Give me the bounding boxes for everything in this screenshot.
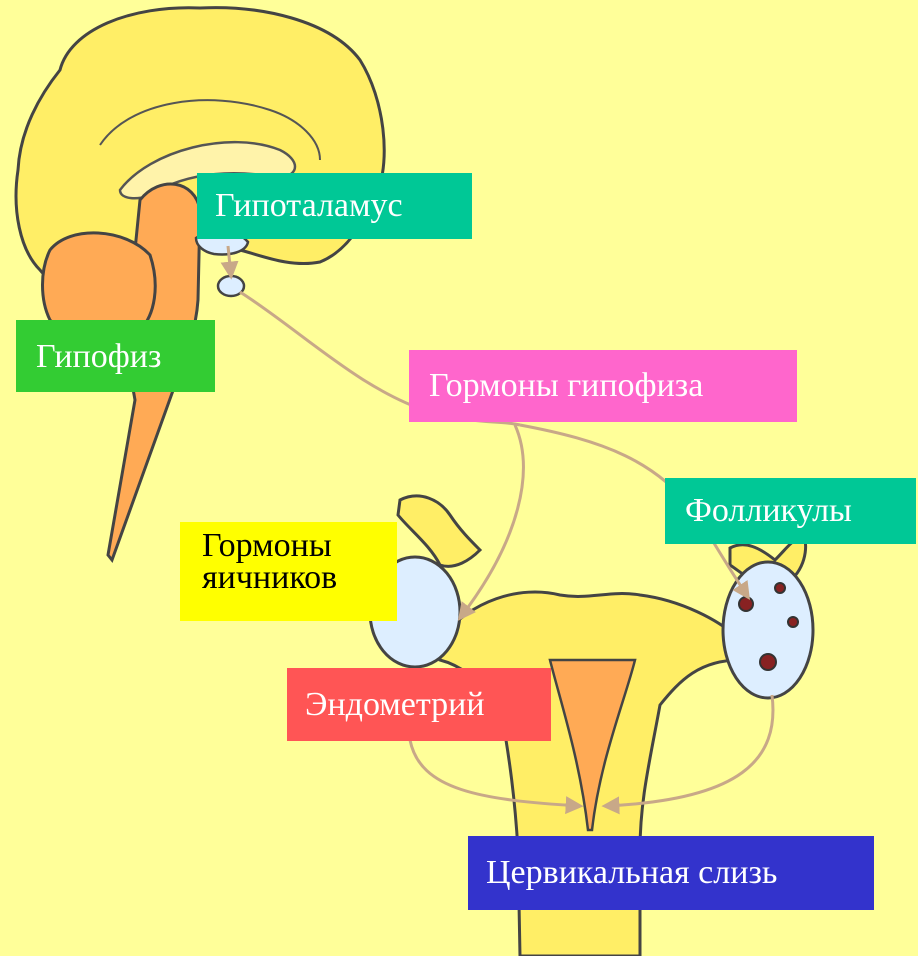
follicle-3 xyxy=(788,617,798,627)
follicle-2 xyxy=(775,583,785,593)
pituitary-hormones-label: Гормоны гипофиза xyxy=(409,350,797,422)
ovarian-hormones-line2: яичников xyxy=(202,562,397,594)
right-ovary xyxy=(723,562,813,698)
endometrium-label: Эндометрий xyxy=(287,668,551,741)
follicle-4 xyxy=(760,654,776,670)
ovarian-hormones-line1: Гормоны xyxy=(202,530,397,562)
arrow-pit-hormones-to-left-ovary xyxy=(460,425,523,618)
ovarian-hormones-label: Гормоны яичников xyxy=(180,522,397,621)
follicle-1 xyxy=(739,597,753,611)
brain-illustration xyxy=(16,8,384,560)
hypothalamus-label: Гипоталамус xyxy=(197,173,472,239)
follicles-label: Фолликулы xyxy=(665,478,916,544)
cervical-mucus-label: Цервикальная слизь xyxy=(468,836,874,910)
pituitary-label: Гипофиз xyxy=(16,320,215,392)
